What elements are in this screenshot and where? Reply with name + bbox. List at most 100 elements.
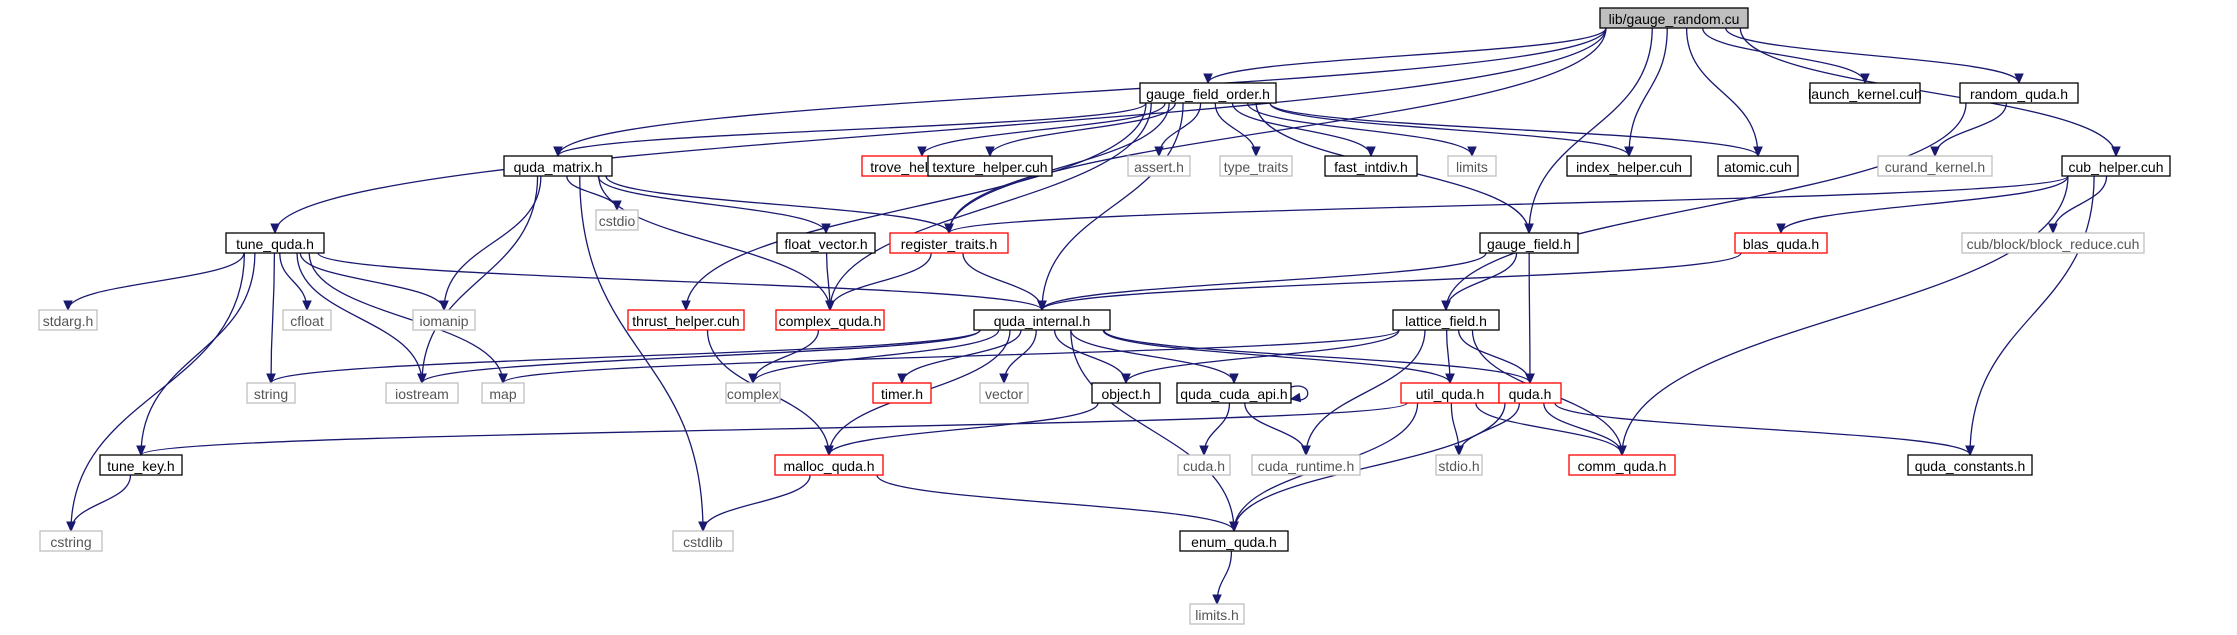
edge-object-to-malloc-quda [828, 402, 1099, 456]
node-comm-quda[interactable]: comm_quda.h [1568, 454, 1676, 476]
node-tune-key[interactable]: tune_key.h [99, 454, 183, 476]
node-box [1251, 454, 1361, 476]
edge-gauge-field-to-quda-h [1528, 252, 1531, 384]
node-box [1479, 232, 1579, 254]
edge-tune-quda-to-quda-internal [317, 252, 1043, 311]
edge-quda-internal-to-string [270, 329, 981, 384]
node-box [979, 382, 1029, 404]
node-label: quda_cuda_api.h [1180, 386, 1287, 402]
node-label: float_vector.h [784, 236, 867, 252]
edge-lattice-field-to-object [1125, 329, 1400, 384]
edge-cub-helper-to-quda-constants [1969, 175, 2095, 456]
node-label: atomic.cuh [1724, 159, 1792, 175]
edge-enum-quda-to-limits-h-arrowhead [1212, 594, 1222, 606]
node-blas-quda[interactable]: blas_quda.h [1734, 232, 1828, 254]
node-quda-internal[interactable]: quda_internal.h [973, 309, 1111, 331]
node-float-vector[interactable]: float_vector.h [776, 232, 876, 254]
edge-cub-helper-to-register-traits [948, 175, 2069, 234]
node-atomic[interactable]: atomic.cuh [1717, 155, 1799, 177]
node-cub-helper[interactable]: cub_helper.cuh [2061, 155, 2171, 177]
edge-malloc-quda-to-cstdlib [702, 474, 811, 532]
node-label: quda_matrix.h [514, 159, 603, 175]
node-index-helper[interactable]: index_helper.cuh [1566, 155, 1692, 177]
edge-gauge-field-order-to-complex-quda [829, 102, 1152, 311]
edge-lattice-field-to-object-arrowhead [1121, 373, 1131, 385]
edge-gauge-field-order-to-atomic-arrowhead [1753, 146, 1763, 158]
node-gauge-field[interactable]: gauge_field.h [1479, 232, 1579, 254]
node-quda-h[interactable]: quda.h [1498, 382, 1562, 404]
node-label: util_quda.h [1416, 386, 1485, 402]
edge-quda-internal-to-iostream [421, 329, 981, 384]
edge-object-to-malloc-quda-arrowhead [824, 445, 834, 457]
node-label: cstdio [599, 213, 636, 229]
edge-tune-quda-to-cfloat-arrowhead [302, 300, 312, 312]
node-label: cuda.h [1183, 458, 1225, 474]
node-register-traits[interactable]: register_traits.h [889, 232, 1009, 254]
node-cstdlib: cstdlib [672, 530, 734, 552]
node-label: vector [985, 386, 1023, 402]
node-string: string [246, 382, 296, 404]
node-cstdio: cstdio [595, 209, 639, 231]
node-quda-cuda-api[interactable]: quda_cuda_api.h [1176, 382, 1292, 404]
edge-gauge-field-order-to-index-helper [1269, 102, 1630, 157]
node-label: blas_quda.h [1743, 236, 1819, 252]
node-label: thrust_helper.cuh [632, 313, 739, 329]
edge-gauge-field-to-lattice-field [1445, 252, 1518, 311]
node-box [1435, 454, 1483, 476]
node-malloc-quda[interactable]: malloc_quda.h [774, 454, 884, 476]
edge-quda-h-to-enum-quda [1233, 402, 1506, 532]
edge-quda-h-to-stdio [1458, 402, 1520, 456]
node-box [872, 382, 932, 404]
node-object[interactable]: object.h [1091, 382, 1161, 404]
node-lattice-field[interactable]: lattice_field.h [1392, 309, 1500, 331]
node-gauge-random[interactable]: lib/gauge_random.cu [1599, 7, 1749, 29]
node-box [1091, 382, 1161, 404]
node-box [627, 309, 745, 331]
node-box [1717, 155, 1799, 177]
node-complex-quda[interactable]: complex_quda.h [775, 309, 885, 331]
edge-quda-matrix-to-float-vector [597, 175, 827, 234]
edge-tune-quda-to-iomanip [299, 252, 445, 311]
node-box [774, 454, 884, 476]
node-timer[interactable]: timer.h [872, 382, 932, 404]
edge-util-quda-to-tune-key-arrowhead [136, 445, 146, 457]
node-label: texture_helper.cuh [932, 159, 1047, 175]
node-random-quda[interactable]: random_quda.h [1959, 82, 2079, 104]
node-quda-matrix[interactable]: quda_matrix.h [503, 155, 613, 177]
node-box [776, 232, 876, 254]
node-box [889, 232, 1009, 254]
node-quda-constants[interactable]: quda_constants.h [1907, 454, 2033, 476]
node-launch-kernel[interactable]: launch_kernel.cuh [1808, 82, 1922, 104]
node-label: map [489, 386, 516, 402]
node-label: quda.h [1509, 386, 1552, 402]
node-box [412, 309, 476, 331]
edge-gauge-field-order-to-register-traits [948, 102, 1170, 234]
edge-quda-matrix-to-register-traits-arrowhead [944, 223, 954, 235]
node-util-quda[interactable]: util_quda.h [1400, 382, 1500, 404]
node-label: tune_quda.h [236, 236, 314, 252]
edge-random-quda-to-curand-kernel [1934, 102, 2008, 157]
node-label: iomanip [419, 313, 468, 329]
edge-gauge-field-order-to-type-traits-arrowhead [1251, 146, 1261, 158]
node-fast-intdiv[interactable]: fast_intdiv.h [1324, 155, 1418, 177]
node-label: timer.h [881, 386, 923, 402]
node-limits: limits [1447, 155, 1497, 177]
node-box [1809, 82, 1921, 104]
node-cuda-h: cuda.h [1177, 454, 1231, 476]
node-tune-quda[interactable]: tune_quda.h [225, 232, 325, 254]
node-enum-quda[interactable]: enum_quda.h [1179, 530, 1289, 552]
edge-quda-h-to-comm-quda-arrowhead [1617, 445, 1627, 457]
edge-quda-cuda-api-to-quda-cuda-api-arrowhead [1289, 392, 1302, 403]
node-cstring: cstring [39, 530, 103, 552]
edge-quda-internal-to-quda-cuda-api [1070, 329, 1235, 384]
edge-gauge-random-to-atomic [1685, 27, 1759, 157]
node-gauge-field-order[interactable]: gauge_field_order.h [1139, 82, 1277, 104]
edge-gauge-field-order-to-thrust-helper [685, 102, 1147, 311]
edge-quda-matrix-to-complex-quda [598, 175, 831, 311]
node-map: map [481, 382, 525, 404]
node-box [99, 454, 183, 476]
node-thrust-helper[interactable]: thrust_helper.cuh [627, 309, 745, 331]
node-texture-helper[interactable]: texture_helper.cuh [927, 155, 1053, 177]
edge-gauge-field-order-to-quda-matrix [557, 102, 1147, 157]
